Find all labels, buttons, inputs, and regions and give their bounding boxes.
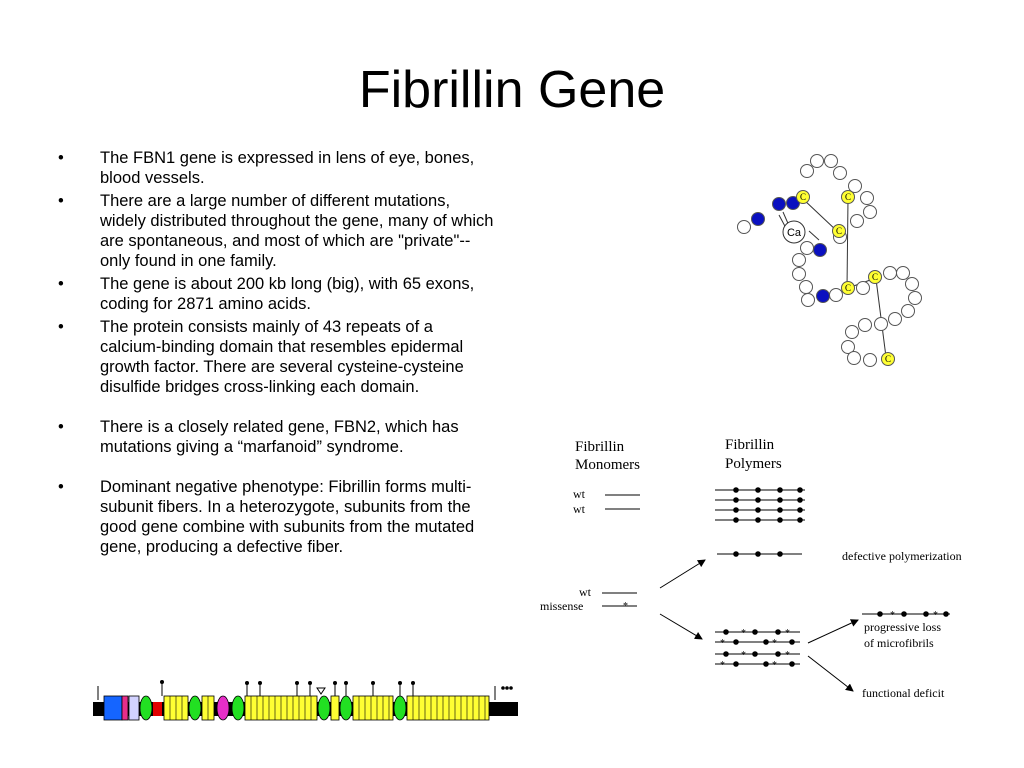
cysteine-residue [868,270,882,284]
cysteine-label: C [845,283,851,293]
svg-text:*: * [741,650,746,661]
wt-label: wt [573,502,586,516]
bullet-item: There are a large number of different mu… [58,191,498,271]
wt-label: wt [573,487,586,501]
bullet-item: There is a closely related gene, FBN2, w… [58,417,498,457]
bullet-item: The protein consists mainly of 43 repeat… [58,317,498,397]
bullet-list: The FBN1 gene is expressed in lens of ey… [58,148,498,560]
svg-text:*: * [772,638,777,649]
calcium-ion: Ca [782,220,806,244]
cysteine-residue [881,352,895,366]
monomers-title: Monomers [575,457,640,473]
cysteine-label: C [872,272,878,282]
wt-label: wt [579,585,592,599]
cysteine-residue [841,190,855,204]
cysteine-residue [841,281,855,295]
polymers-title: Fibrillin [725,437,775,453]
cysteine-residue [796,190,810,204]
svg-text:*: * [623,601,628,612]
svg-text:*: * [772,660,777,671]
svg-text:*: * [785,628,790,639]
polymers-title: Polymers [725,456,782,472]
egf-domain-diagram: C C C C C C Ca [737,154,922,367]
svg-text:*: * [720,660,725,671]
mutation-marks: * * * * * * * * * * * [623,601,938,671]
missense-label: missense [540,599,583,613]
monomers-title: Fibrillin [575,439,625,455]
domain-dividers [169,696,486,720]
slide-title: Fibrillin Gene [358,61,666,119]
cysteine-label: C [885,354,891,364]
svg-text:*: * [933,610,938,621]
cysteine-label: C [800,192,806,202]
svg-text:*: * [785,650,790,661]
defective-label: defective polymerization [842,549,962,563]
gene-structure-strip [93,680,518,721]
bullet-item: Dominant negative phenotype: Fibrillin f… [58,477,498,557]
bullet-item: The gene is about 200 kb long (big), wit… [58,274,498,314]
cysteine-residue [832,224,846,238]
polymerization-diagram: Fibrillin Monomers Fibrillin Polymers wt… [540,437,962,700]
svg-text:*: * [890,610,895,621]
calcium-label: Ca [787,227,802,239]
residue-chain [737,154,922,367]
progressive-label: of microfibrils [864,636,934,650]
svg-text:*: * [720,638,725,649]
progressive-label: progressive loss [864,620,941,634]
functional-label: functional deficit [862,686,945,700]
cysteine-label: C [836,226,842,236]
svg-text:*: * [741,628,746,639]
bullet-item: The FBN1 gene is expressed in lens of ey… [58,148,498,188]
cysteine-label: C [845,192,851,202]
